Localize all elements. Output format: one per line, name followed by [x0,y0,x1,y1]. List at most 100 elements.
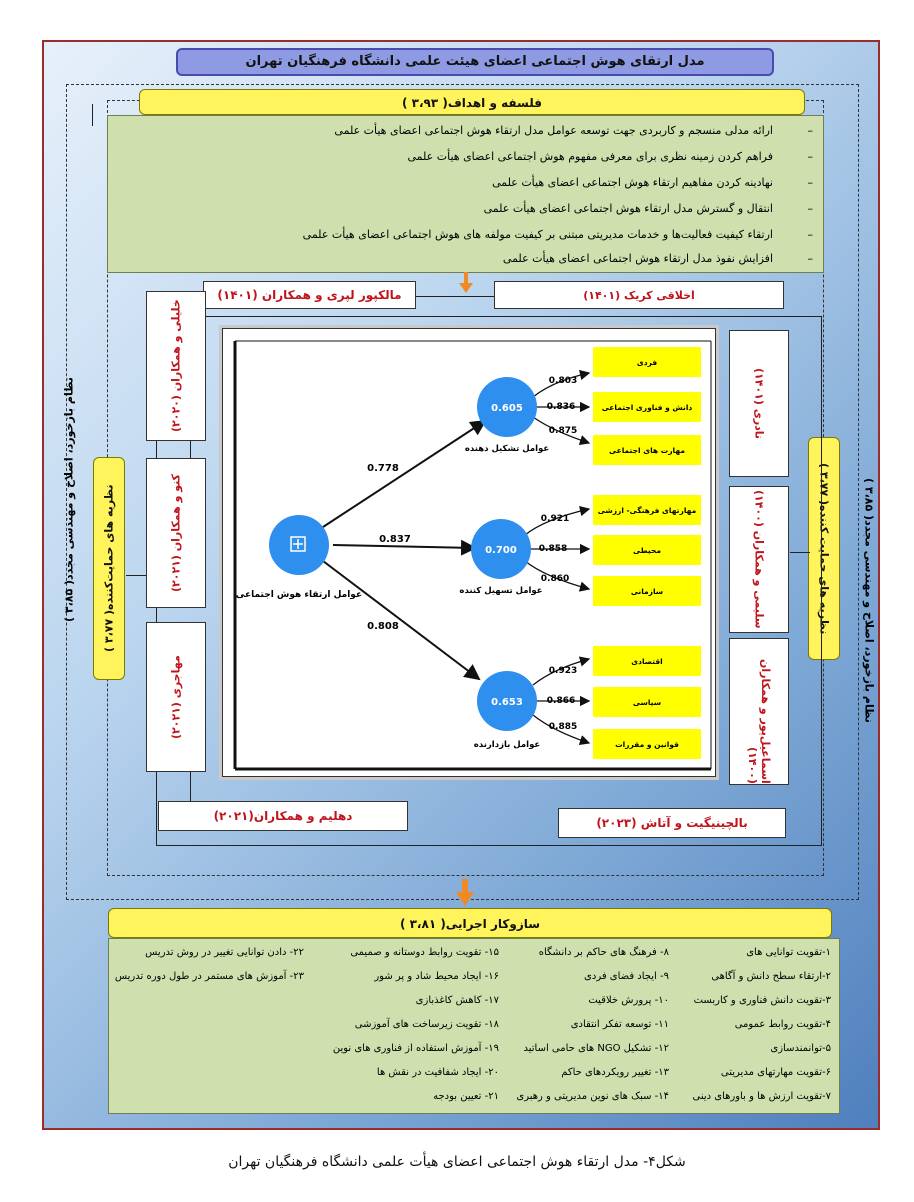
factor-label: عوامل بازدارنده [474,740,540,750]
philosophy-goals-box: ارائه مدلی منسجم و کاربردی جهت توسعه عوا… [107,115,824,273]
goal-item: فراهم کردن زمینه نظری برای معرفی مفهوم ه… [408,150,814,163]
factor-r2: 0.605 [491,403,523,414]
exec-item: ۲۰- ایجاد شفافیت در نقش ها [376,1067,499,1078]
path-arrow-3 [322,560,481,681]
outer-right-feedback-label: نظام بازخورد، اصلاح و مهندسی مجدد( ۳،۸۵ … [862,477,876,723]
loading-value: 0.921 [541,514,569,524]
indicator-label: فردی [637,358,657,367]
exec-item: ۷-تقویت ارزش ها و باورهای دینی [692,1091,831,1102]
arrow-down-icon [456,879,474,906]
left-support-theories: نظریه های حمایت‌کننده( ۳،۷۷ ) [93,457,125,680]
exec-item: ۸- فرهنگ های حاکم بر دانشگاه [538,947,669,958]
goal-item: ارائه مدلی منسجم و کاربردی جهت توسعه عوا… [334,124,813,137]
ref-right-3: اسماعیل‌پور و همکاران (۱۴۰۰) [729,638,789,785]
goal-item: نهادینه کردن مفاهیم ارتقاء هوش اجتماعی ا… [492,176,813,189]
loading-value: 0.803 [549,376,577,386]
connector-line [156,316,822,317]
factor-r2: 0.700 [485,545,517,556]
ref-left-2: کنو و همکاران (۲۰۲۱) [146,458,206,608]
exec-item: ۲۱- تعیین بودجه [433,1091,499,1102]
indicator-box [593,576,701,606]
loading-value: 0.858 [539,544,567,554]
goal-item: افزایش نفوذ مدل ارتقاء هوش اجتماعی اعضای… [503,252,813,265]
connector-line [790,552,810,553]
factor-label: عوامل تسهیل کننده [459,586,542,596]
loading-arrow [532,656,591,686]
ref-top-left: مالکپور لپری و همکاران (۱۴۰۱) [203,281,416,309]
execution-box: ۱-تقویت توانایی های ۲-ارتقاء سطح دانش و … [108,938,840,1114]
exec-item: ۹- ایجاد فضای فردی [584,971,669,982]
exec-item: ۱۹- آموزش استفاده از فناوری های نوین [332,1043,499,1054]
factor-node-3 [477,671,537,731]
loading-arrow [532,369,591,398]
sem-model-svg: عوامل ارتقاء هوش اجتماعی 0.605 0.700 0.6… [233,340,712,771]
loading-value: 0.866 [547,696,575,706]
connector-line [156,845,822,846]
right-support-theories: نظریه های حمایت کننده( ۳،۷۷ ) [808,437,840,660]
arrow-down-icon [459,272,473,293]
root-node [269,515,329,575]
plus-square-icon [290,536,306,552]
indicator-box [593,435,701,465]
indicator-label: مهارت های اجتماعی [609,446,685,455]
path-coefficient: 0.778 [367,463,399,474]
factor-r2: 0.653 [491,697,523,708]
goal-item: ارتقاء کیفیت فعالیت‌ها و خدمات مدیریتی م… [303,228,814,241]
indicator-box [593,495,701,525]
ref-right-2: سلیمی و همکاران (۱۴۰۰) [729,486,789,633]
indicator-label: اقتصادی [631,657,662,666]
execution-header: سازوکار اجرایی( ۳،۸۱ ) [108,908,832,938]
exec-item: ۲-ارتقاء سطح دانش و آگاهی [711,971,831,982]
exec-item: ۱۲- تشکیل NGO های حامی اساتید [523,1043,669,1054]
exec-item: ۵-توانمندسازی [770,1043,831,1054]
loading-value: 0.875 [549,426,577,436]
indicator-label: سازمانی [631,587,663,596]
ref-bottom-right: بالچینیگیت و آتاش (۲۰۲۳) [558,808,786,838]
exec-item: ۲۲- دادن توانایی تغییر در روش تدریس [145,947,304,958]
loading-arrow [532,416,591,446]
goal-item: انتقال و گسترش مدل ارتقاء هوش اجتماعی اع… [484,202,814,215]
indicator-label: مهارتهای فرهنگی- ارزشی [598,506,697,515]
sem-model-diagram: عوامل ارتقاء هوش اجتماعی 0.605 0.700 0.6… [222,328,716,777]
figure-caption: شکل۴- مدل ارتقاء هوش اجتماعی اعضای هیأت … [228,1154,686,1170]
loading-value: 0.836 [547,402,575,412]
indicator-label: قوانین و مقررات [615,740,679,749]
exec-item: ۱۰- پرورش خلاقیت [588,995,669,1006]
exec-item: ۶-تقویت مهارتهای مدیریتی [720,1067,831,1078]
path-arrow-2 [332,539,477,556]
factor-label: عوامل تشکیل دهنده [465,444,549,454]
loading-value: 0.860 [541,574,569,584]
exec-item: ۱-تقویت توانایی های [746,947,831,958]
factor-node-2 [471,519,531,579]
page-title: مدل ارتقای هوش اجتماعی اعضای هیئت علمی د… [176,48,774,76]
indicator-box [593,392,701,422]
loading-arrow [524,505,591,536]
path-coefficient: 0.837 [379,534,411,545]
indicator-label: سیاسی [633,698,661,707]
loading-arrow [532,714,591,746]
exec-item: ۳-تقویت دانش فناوری و کاربست [693,995,831,1006]
root-label: عوامل ارتقاء هوش اجتماعی [236,590,362,600]
indicator-box [593,535,701,565]
indicator-label: دانش و فناوری اجتماعی [602,403,693,412]
indicator-box [593,347,701,377]
indicator-box [593,646,701,676]
factor-node-1 [477,377,537,437]
left-bracket-line [92,104,93,126]
exec-item: ۴-تقویت روابط عمومی [734,1019,831,1030]
exec-item: ۱۳- تغییر رویکردهای حاکم [561,1067,669,1078]
exec-item: ۱۶- ایجاد محیط شاد و پر شور [374,971,499,982]
indicator-label: محیطی [633,546,661,555]
ref-left-3: مهاجری (۲۰۲۱) [146,622,206,772]
ref-top-right: اخلاقی کریک (۱۴۰۱) [494,281,784,309]
connector-line [821,316,822,846]
indicator-box [593,687,701,717]
ref-bottom-left: دهلیم و همکاران(۲۰۲۱) [158,801,408,831]
exec-item: ۱۱- توسعه تفکر انتقادی [570,1019,669,1030]
connector-line [415,296,495,297]
ref-left-1: خلیلی و همکاران (۲۰۲۰) [146,291,206,441]
exec-item: ۱۴- سبک های نوین مدیریتی و رهبری [516,1091,669,1102]
connector-line [126,575,146,576]
exec-item: ۱۵- تقویت روابط دوستانه و صمیمی [350,947,499,958]
ref-right-1: نادری (۱۴۰۱) [729,330,789,477]
